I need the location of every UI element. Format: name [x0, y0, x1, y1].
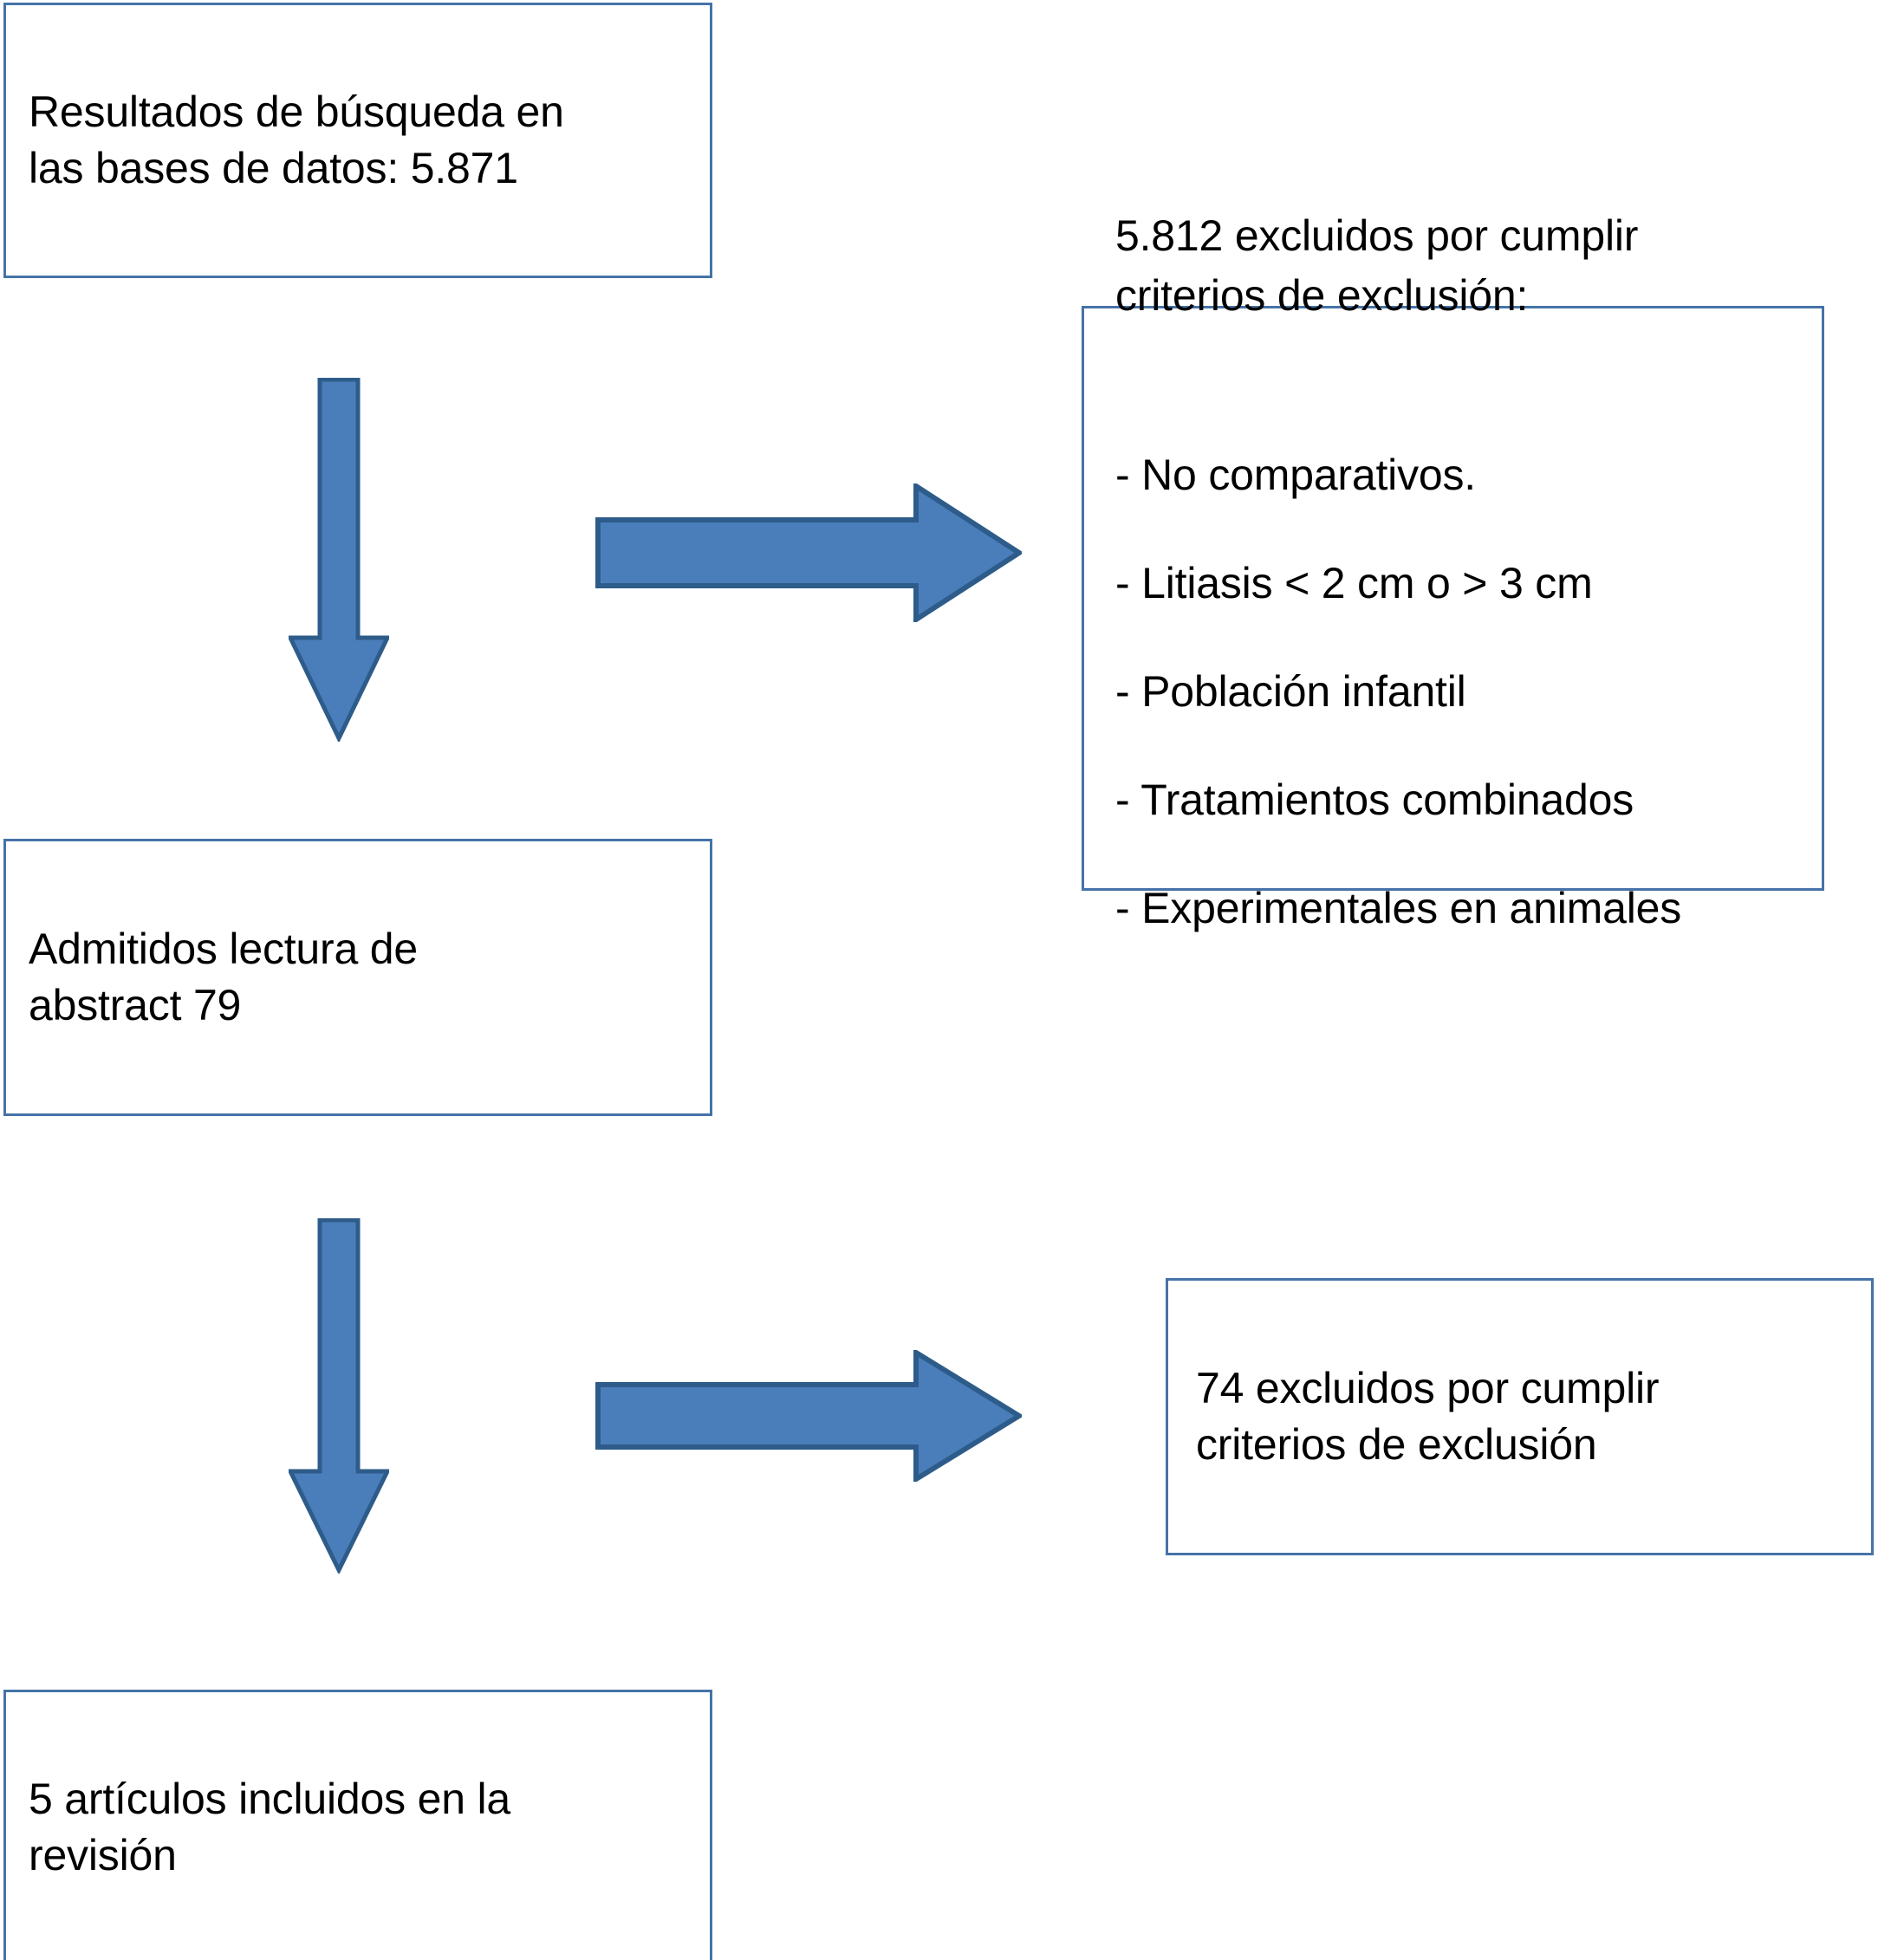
- box-excluded-74-text: 74 excluidos por cumplir criterios de ex…: [1196, 1364, 1660, 1469]
- list-item: - Tratamientos combinados: [1115, 776, 1634, 824]
- box-included-articles-text: 5 artículos incluidos en la revisión: [29, 1775, 511, 1879]
- list-item: - No comparativos.: [1115, 451, 1476, 499]
- list-item: - Litiasis < 2 cm o > 3 cm: [1115, 559, 1593, 607]
- box-search-results-text: Resultados de búsqueda en las bases de d…: [29, 88, 564, 192]
- exclusion-criteria-list: - No comparativos. - Litiasis < 2 cm o >…: [1115, 393, 1790, 990]
- down-arrow-icon: [289, 1218, 389, 1574]
- down-arrow-icon: [289, 378, 389, 742]
- right-arrow-icon: [595, 484, 1022, 622]
- box-search-results: Resultados de búsqueda en las bases de d…: [3, 3, 712, 278]
- box-exclusion-criteria-body: 5.812 excluidos por cumplir criterios de…: [1084, 150, 1822, 1047]
- box-exclusion-criteria: 5.812 excluidos por cumplir criterios de…: [1082, 211, 1824, 932]
- right-arrow-1: [595, 484, 1022, 622]
- list-item: - Población infantil: [1115, 667, 1466, 716]
- box-abstracts-admitted: Admitidos lectura de abstract 79: [3, 839, 712, 1116]
- box-abstracts-admitted-text: Admitidos lectura de abstract 79: [29, 925, 419, 1029]
- list-item: - Experimentales en animales: [1115, 884, 1682, 932]
- down-arrow-1: [289, 378, 389, 742]
- box-excluded-74: 74 excluidos por cumplir criterios de ex…: [1166, 1278, 1874, 1555]
- right-arrow-2: [595, 1350, 1022, 1482]
- down-arrow-2: [289, 1218, 389, 1574]
- box-included-articles: 5 artículos incluidos en la revisión: [3, 1690, 712, 1960]
- exclusion-criteria-heading: 5.812 excluidos por cumplir criterios de…: [1115, 211, 1639, 320]
- right-arrow-icon: [595, 1350, 1022, 1482]
